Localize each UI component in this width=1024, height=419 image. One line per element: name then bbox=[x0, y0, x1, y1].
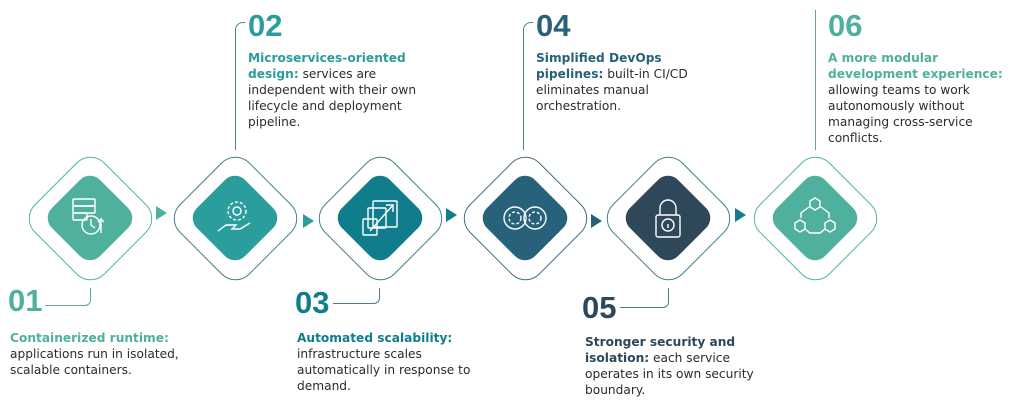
arrow-05-06 bbox=[735, 208, 746, 222]
padlock-icon bbox=[655, 199, 681, 238]
step-number: 04 bbox=[536, 8, 571, 43]
arrow-03-04 bbox=[446, 208, 457, 222]
connector-03 bbox=[333, 288, 380, 304]
arrow-01-02 bbox=[156, 206, 167, 220]
server-clock-scale-icon bbox=[72, 198, 105, 235]
step-number: 02 bbox=[248, 8, 283, 43]
step-description: Stronger security and isolation: each se… bbox=[585, 335, 754, 397]
step-number: 06 bbox=[828, 8, 863, 43]
step-number: 03 bbox=[295, 285, 330, 320]
hand-gear-icon bbox=[217, 201, 251, 232]
gears-cycle-icon bbox=[503, 206, 547, 230]
step-number: 05 bbox=[582, 290, 617, 325]
scale-up-squares-icon bbox=[362, 200, 398, 236]
arrow-02-03 bbox=[303, 214, 314, 228]
connector-04 bbox=[523, 22, 533, 150]
step-description: Microservices-oriented design: services … bbox=[248, 51, 417, 129]
connector-01 bbox=[45, 288, 91, 306]
connected-cubes-icon bbox=[794, 197, 836, 234]
step-description: A more modular development experience: a… bbox=[828, 51, 1003, 145]
connector-02 bbox=[235, 22, 245, 150]
step-description: Simplified DevOps pipelines: built-in CI… bbox=[536, 51, 688, 113]
connector-06 bbox=[815, 10, 816, 150]
step-description: Automated scalability: infrastructure sc… bbox=[297, 331, 471, 393]
arrow-04-05 bbox=[591, 214, 602, 228]
step-description: Containerized runtime: applications run … bbox=[10, 331, 179, 377]
connector-05 bbox=[620, 288, 669, 308]
step-number: 01 bbox=[8, 283, 43, 318]
